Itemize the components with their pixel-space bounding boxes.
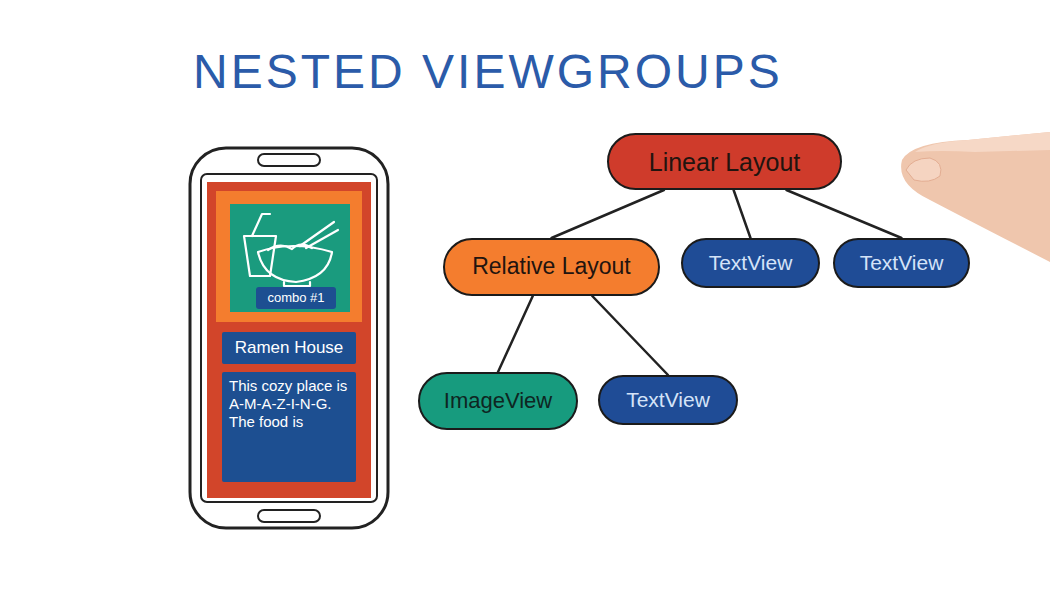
phone-body [190, 148, 388, 528]
phone-screen-edge [201, 174, 377, 502]
textview-node: TextView [681, 238, 820, 288]
phone-button [258, 510, 320, 522]
tree-connector [592, 296, 668, 375]
body-text-box: This cozy place is A-M-A-Z-I-N-G. The fo… [222, 372, 356, 482]
node-label: Linear Layout [649, 147, 801, 177]
node-label: combo #1 [267, 290, 324, 306]
node-label: Ramen House [235, 338, 344, 358]
tree-connector [498, 296, 533, 372]
node-label: TextView [626, 387, 710, 412]
tree-connector [734, 190, 751, 238]
ramen-drawing [244, 214, 338, 286]
tree-connector [786, 190, 901, 238]
node-label: TextView [709, 250, 793, 275]
node-label: ImageView [444, 388, 552, 414]
linear-layout-node: Linear Layout [607, 133, 842, 190]
textview-node: TextView [833, 238, 970, 288]
node-label: Relative Layout [472, 253, 631, 281]
textview-node: TextView [598, 375, 738, 425]
title-text-box: Ramen House [222, 332, 356, 364]
linear-layout-frame [207, 182, 371, 498]
diagram-title: NESTED VIEWGROUPS [193, 44, 783, 99]
node-label: TextView [860, 250, 944, 275]
node-label: This cozy place is A-M-A-Z-I-N-G. The fo… [229, 377, 349, 431]
relative-layout-node: Relative Layout [443, 238, 660, 296]
image-caption-box: combo #1 [256, 287, 336, 309]
phone-speaker [258, 154, 320, 166]
relative-layout-frame [216, 191, 362, 322]
image-view-frame [230, 204, 350, 312]
imageview-node: ImageView [418, 372, 578, 430]
tree-connector [552, 190, 664, 238]
